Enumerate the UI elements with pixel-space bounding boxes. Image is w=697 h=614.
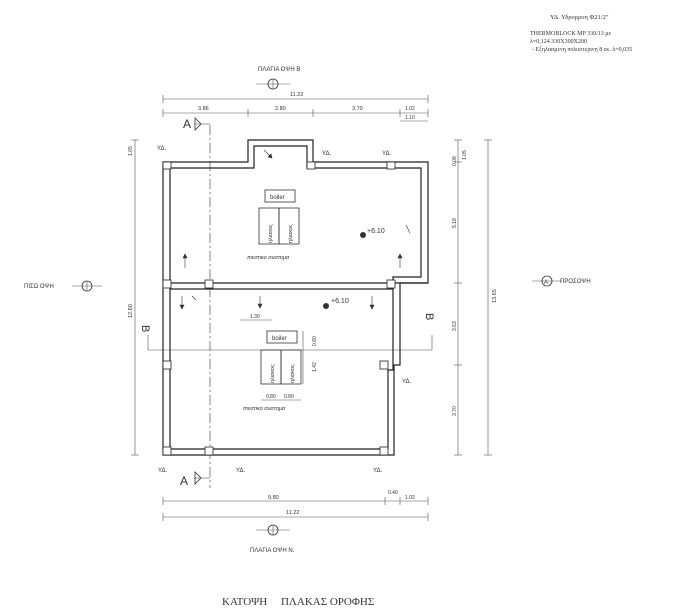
dim-top-seg5: 1.10 — [405, 115, 415, 121]
section-b-right-label: B — [423, 313, 435, 320]
inner-dim: 1.42 — [312, 362, 318, 372]
building-outline — [162, 139, 429, 456]
solar-panel — [278, 207, 300, 245]
solar-panel — [280, 349, 302, 385]
view-label-right: ΠΡΟΣΟΨΗ — [560, 279, 591, 285]
view-label-bottom: ΠΛΑΓΙΑ ΟΨΗ Ν. — [250, 548, 295, 554]
pressure-system-label: πιεστικο συστημα — [247, 255, 290, 261]
inner-dimensions: 1.30 0.80 1.42 0.80 0.80 — [240, 314, 318, 401]
drain-labels: ΥΔ. ΥΔ. ΥΔ. ΥΔ. ΥΔ. ΥΔ. ΥΔ. — [157, 146, 412, 474]
dim-bottom-total: 11.22 — [286, 510, 299, 516]
view-label-top: ΠΛΑΓΙΑ ΟΨΗ Β — [258, 67, 300, 73]
boiler-box — [264, 189, 296, 203]
dim-bottom-seg1: 9.80 — [268, 495, 279, 501]
solar-panel-label: ηλιακος — [288, 224, 294, 243]
note-line-4: - Εξηλασμενη πολυστερινη 8 εκ. λ=0,035 — [532, 47, 632, 53]
dim-right-total: 13.65 — [492, 289, 498, 303]
drain-label: ΥΔ. — [382, 151, 392, 157]
dimension-right: 0.08 1.05 5.18 3.63 3.70 13.65 — [452, 139, 498, 456]
dim-right-seg3: 3.63 — [452, 321, 458, 331]
level-marker-icon — [323, 303, 329, 309]
view-marker-top: ΠΛΑΓΙΑ ΟΨΗ Β — [256, 67, 300, 90]
view-marker-bottom: ΠΛΑΓΙΑ ΟΨΗ Ν. — [250, 524, 295, 554]
boiler-box — [266, 330, 298, 344]
boiler-label: boiler — [270, 195, 285, 201]
dim-top-seg2: 2.80 — [275, 106, 286, 112]
view-letter-right: A — [544, 280, 548, 286]
inner-dim: 0.80 — [284, 394, 294, 400]
drain-label: ΥΔ. — [402, 379, 412, 385]
lower-solar-unit: boiler ηλιακος ηλιακος πιεστικο συστημα … — [243, 298, 349, 412]
solar-panel-label: ηλιακος — [270, 364, 276, 383]
view-marker-left: ΠΙΣΩ ΟΨΗ — [24, 280, 102, 292]
dim-top-total: 11.22 — [290, 92, 303, 98]
level-label: +6.10 — [367, 228, 385, 235]
pressure-system-label: πιεστικο συστημα — [243, 406, 286, 412]
columns — [162, 161, 396, 456]
upper-solar-unit: boiler ηλιακος ηλιακος πιεστικο συστημα … — [247, 189, 385, 261]
section-b-left-label: B — [139, 325, 151, 332]
boiler-label: boiler — [272, 336, 287, 342]
drain-label: ΥΔ. — [236, 468, 246, 474]
level-label: +6.10 — [331, 298, 349, 305]
drain-label: ΥΔ. — [157, 146, 167, 152]
solar-panel-label: ηλιακος — [268, 224, 274, 243]
drain-label: ΥΔ. — [373, 468, 383, 474]
level-marker-icon — [360, 232, 366, 238]
solar-panel-label: ηλιακος — [290, 364, 296, 383]
view-circle-right — [541, 275, 553, 287]
note-line-3: λ=0,124 330X300X200 — [530, 39, 587, 45]
dim-top-seg4: 1.02 — [405, 106, 415, 112]
dimension-bottom: 9.80 0.40 1.02 11.22 — [162, 490, 429, 521]
dim-left-top: 1.65 — [128, 146, 134, 156]
note-line-1: ΥΔ. Υδρορροη Φ21/2" — [550, 14, 609, 21]
dimension-left: 1.65 12.60 — [128, 139, 139, 456]
dim-top-seg1: 3.86 — [198, 106, 209, 112]
dim-top-seg3: 3.70 — [352, 106, 363, 112]
inner-dim: 0.80 — [266, 394, 276, 400]
section-line-b: B B — [139, 313, 435, 351]
dim-left-total: 12.60 — [128, 304, 134, 318]
dim-bottom-seg3: 1.02 — [405, 495, 415, 501]
dim-right-seg4: 3.70 — [452, 406, 458, 416]
drawing-title: ΚΑΤΟΨΗ ΠΛΑΚΑΣ ΟΡΟΦΗΣ — [222, 596, 374, 608]
notes-block: ΥΔ. Υδρορροη Φ21/2" THERMOBLOCK MP 330/1… — [530, 14, 632, 53]
view-marker-right: A ΠΡΟΣΟΨΗ — [532, 275, 591, 287]
dimension-top: 11.22 3.86 2.80 3.70 1.02 1.10 — [162, 92, 429, 122]
note-line-2: THERMOBLOCK MP 330/13 με — [530, 31, 612, 37]
drain-label: ΥΔ. — [322, 151, 332, 157]
inner-dim: 0.80 — [312, 336, 318, 346]
slope-arrows — [179, 149, 411, 310]
drain-label: ΥΔ. — [158, 468, 168, 474]
section-a-top-label: A — [183, 117, 191, 131]
dim-right-seg2: 5.18 — [452, 218, 458, 228]
dim-right-seg1b: 1.05 — [462, 150, 468, 160]
dim-bottom-seg2: 0.40 — [388, 490, 398, 496]
inner-dim: 1.30 — [250, 314, 260, 320]
view-label-left: ΠΙΣΩ ΟΨΗ — [24, 284, 54, 290]
section-a-bottom-label: A — [180, 474, 188, 488]
section-line-a: A A — [180, 117, 211, 488]
dim-right-seg1: 0.08 — [452, 156, 458, 166]
